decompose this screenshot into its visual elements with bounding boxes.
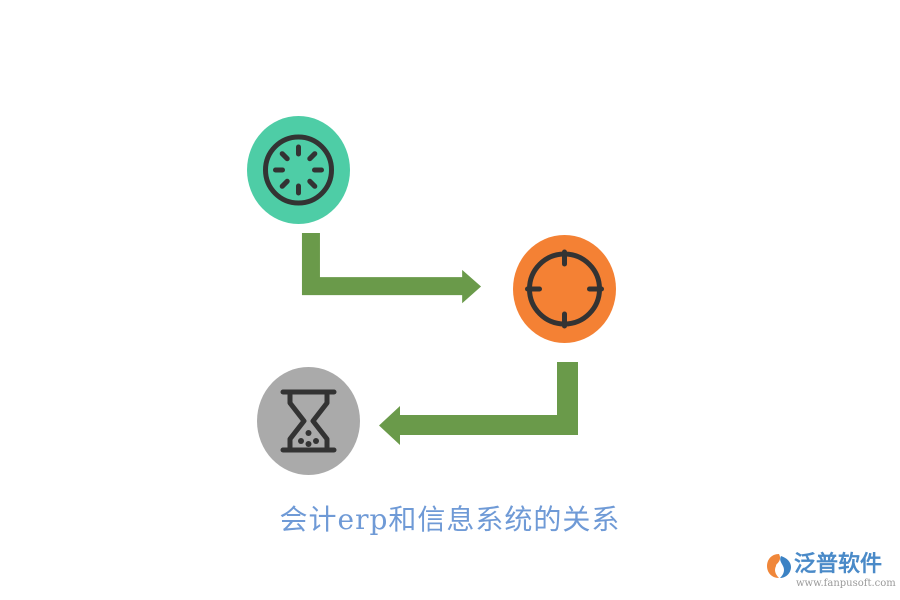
diagram-caption: 会计erp和信息系统的关系 — [279, 503, 621, 536]
brand-name: 泛普软件 — [794, 552, 883, 577]
node-mid — [513, 235, 616, 343]
node-mid-circle — [513, 235, 616, 343]
brand-watermark: 泛普软件 www.fanpusoft.com — [766, 549, 896, 595]
brand-logo-icon — [767, 554, 791, 578]
node-bottom-circle — [257, 367, 360, 475]
crosshair-target-icon — [525, 249, 604, 329]
node-top-circle — [247, 116, 350, 224]
loading-spinner-icon — [263, 134, 334, 206]
arrow-mid-to-bottom — [379, 362, 578, 445]
node-bottom — [257, 367, 360, 475]
brand-url: www.fanpusoft.com — [796, 578, 896, 589]
arrow-top-to-mid — [301, 233, 482, 304]
hourglass-icon — [280, 389, 337, 453]
node-top — [247, 116, 350, 224]
